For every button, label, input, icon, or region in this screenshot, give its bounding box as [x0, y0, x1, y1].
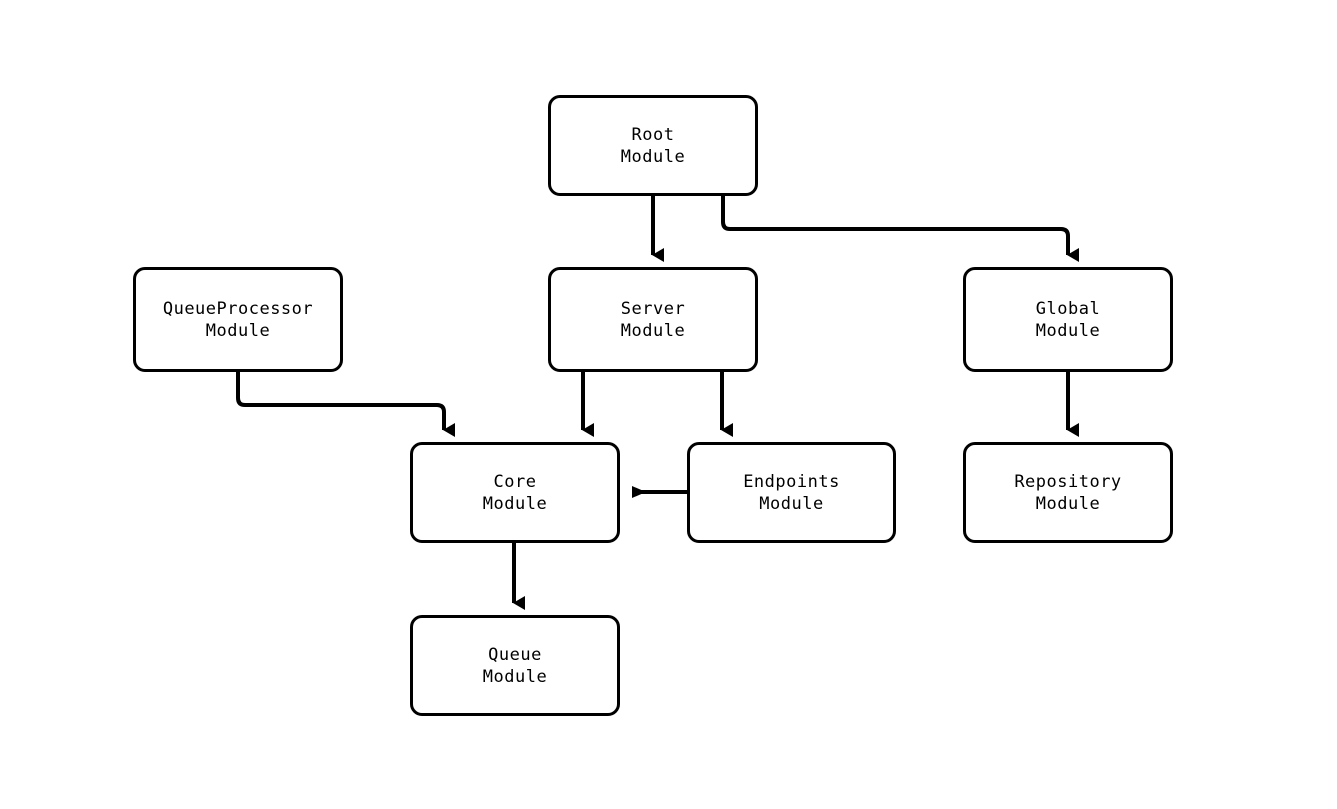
node-core-module-label-line2: Module — [482, 493, 548, 514]
node-endpoints-module[interactable]: Endpoints Module — [687, 442, 896, 543]
node-server-module[interactable]: Server Module — [548, 267, 758, 372]
node-endpoints-module-label-line1: Endpoints — [743, 471, 840, 492]
node-queueprocessor-module-label-line1: QueueProcessor — [162, 298, 314, 319]
node-server-module-label-line1: Server — [620, 298, 686, 319]
node-queue-module-label-line1: Queue — [488, 644, 542, 665]
node-core-module[interactable]: Core Module — [410, 442, 620, 543]
node-global-module[interactable]: Global Module — [963, 267, 1173, 372]
node-repository-module-label-line2: Module — [1035, 493, 1101, 514]
node-queue-module-label-line2: Module — [482, 666, 548, 687]
edge-queueprocessor-core — [236, 372, 455, 437]
edge-root-global — [721, 196, 1079, 262]
node-server-module-label-line2: Module — [620, 320, 686, 341]
node-queueprocessor-module-label-line2: Module — [205, 320, 271, 341]
node-repository-module-label-line1: Repository — [1014, 471, 1122, 492]
node-endpoints-module-label-line2: Module — [759, 493, 824, 514]
node-core-module-label-line1: Core — [493, 471, 537, 492]
node-root-module-label-line2: Module — [620, 146, 686, 167]
node-global-module-label-line1: Global — [1035, 298, 1101, 319]
node-repository-module[interactable]: Repository Module — [963, 442, 1173, 543]
node-queue-module[interactable]: Queue Module — [410, 615, 620, 716]
node-global-module-label-line2: Module — [1035, 320, 1101, 341]
node-queueprocessor-module[interactable]: QueueProcessor Module — [133, 267, 343, 372]
node-root-module[interactable]: Root Module — [548, 95, 758, 196]
node-root-module-label-line1: Root — [631, 124, 675, 145]
